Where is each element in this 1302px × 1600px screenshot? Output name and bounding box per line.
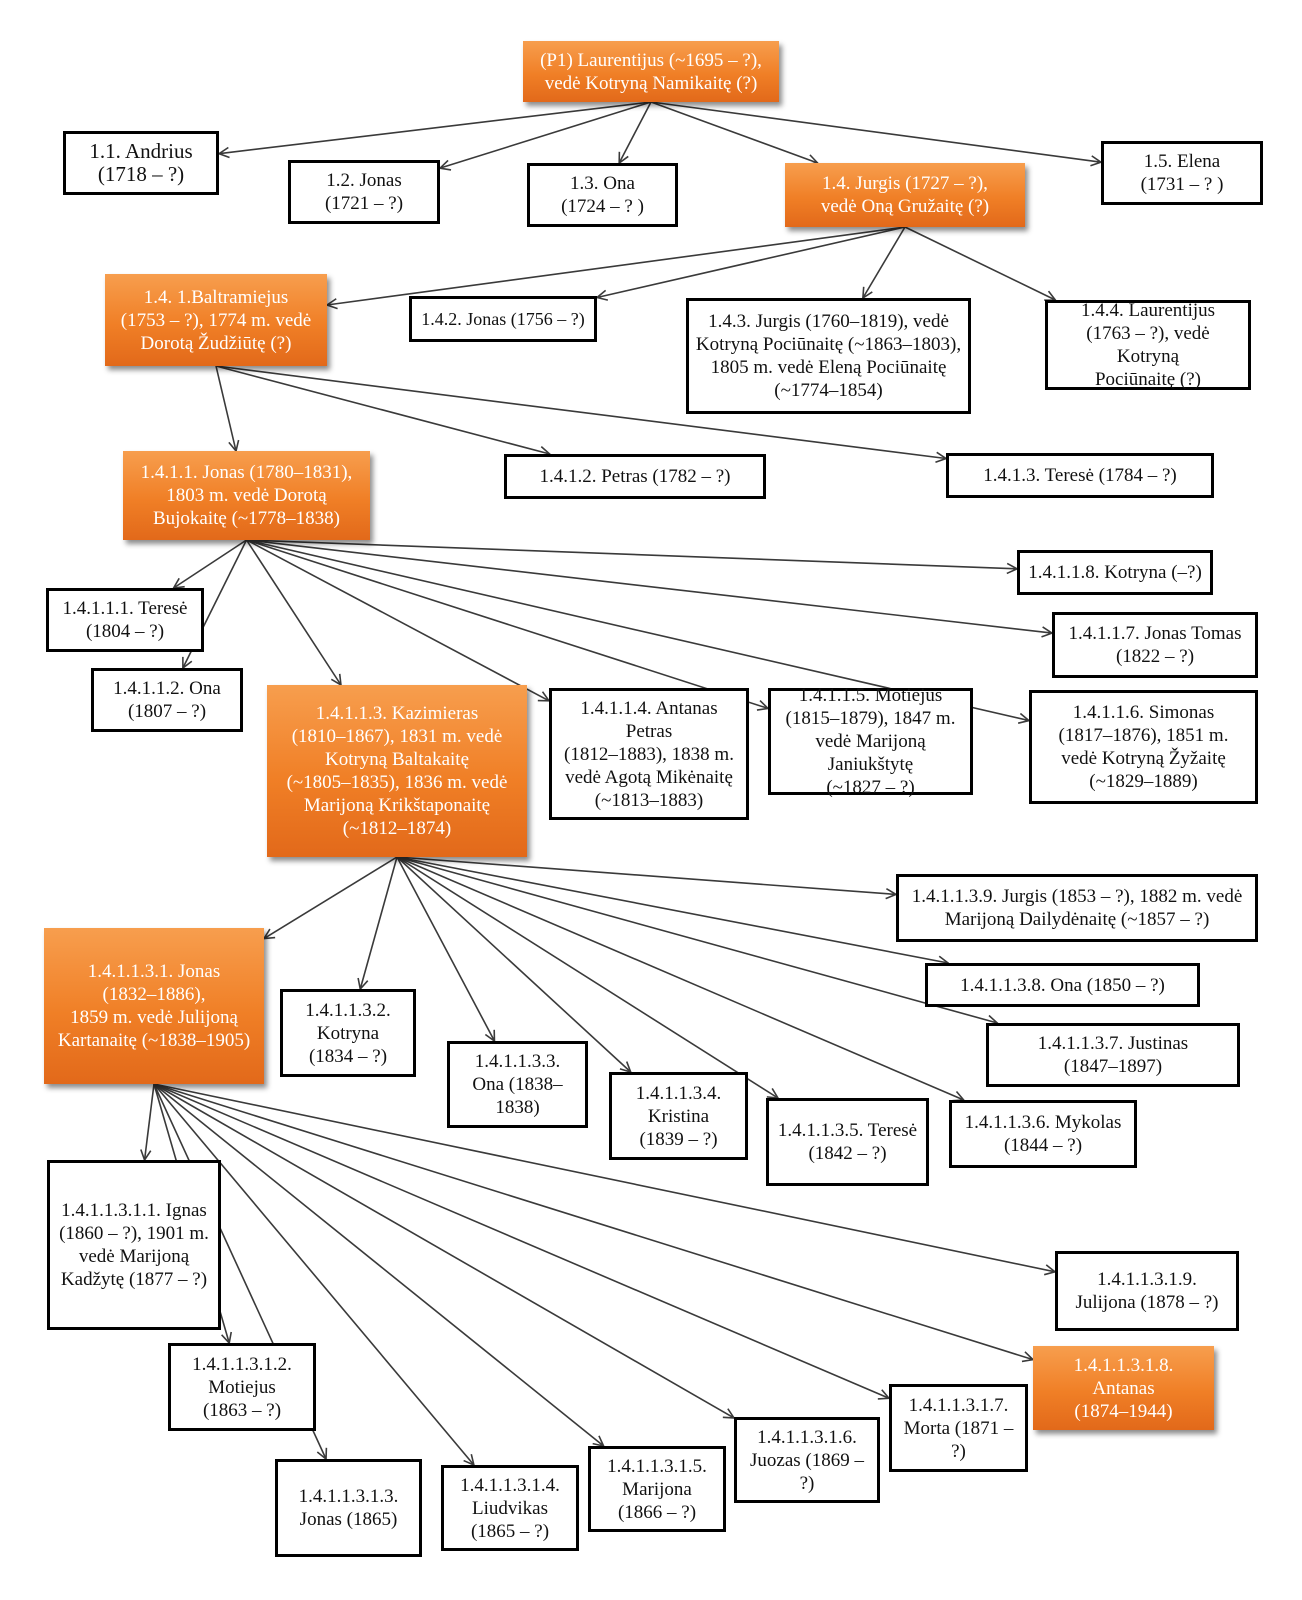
node-1-4-1-1-3-5: 1.4.1.1.3.5. Teresė (1842 – ?) [766, 1098, 929, 1186]
edge-k1-to-j6 [153, 1083, 734, 1418]
edge-n1_4_1_1_3-to-k4 [396, 856, 631, 1072]
node-1-3: 1.3. Ona (1724 – ? ) [527, 163, 678, 227]
edge-n1_4_1-to-n1_4_1_2 [215, 365, 550, 454]
node-1-4-1-1-3-1: 1.4.1.1.3.1. Jonas (1832–1886), 1859 m. … [44, 928, 264, 1084]
edge-n1_4_1_1_3-to-k9 [396, 856, 896, 894]
node-1-4-1-1-3-1-8: 1.4.1.1.3.1.8. Antanas (1874–1944) [1033, 1346, 1214, 1430]
node-1-4-1-1-3-1-9: 1.4.1.1.3.1.9. Julijona (1878 – ?) [1055, 1251, 1239, 1331]
edge-p1-to-n1_3 [619, 101, 652, 163]
node-1-4-1-1-1: 1.4.1.1.1. Teresė (1804 – ?) [46, 588, 204, 652]
node-1-4-1-1-5: 1.4.1.1.5. Motiejus (1815–1879), 1847 m.… [768, 685, 973, 798]
edge-n1_4_1_1_3-to-k3 [396, 856, 494, 1041]
node-1-4-1-1-8: 1.4.1.1.8. Kotryna (–?) [1017, 550, 1213, 595]
edge-n1_4_1_1-to-n1_4_1_1_1 [174, 539, 247, 588]
node-1-4-3: 1.4.3. Jurgis (1760–1819), vedė Kotryną … [686, 298, 971, 414]
node-1-2: 1.2. Jonas (1721 – ?) [288, 160, 440, 224]
edge-n1_4-to-n1_4_4 [904, 226, 1055, 300]
edge-n1_4-to-n1_4_2 [597, 226, 906, 297]
edge-n1_4_1_1_3-to-k6 [396, 856, 964, 1100]
edge-n1_4_1_1-to-n1_4_1_1_3 [245, 539, 341, 685]
node-1-1: 1.1. Andrius (1718 – ?) [63, 131, 219, 195]
edge-n1_4_1_1-to-n1_4_1_1_4 [246, 539, 550, 701]
edge-p1-to-n1_5 [650, 101, 1101, 162]
node-1-4-1-1-3-8: 1.4.1.1.3.8. Ona (1850 – ?) [925, 963, 1200, 1007]
node-1-4-1-1-2: 1.4.1.1.2. Ona (1807 – ?) [91, 668, 243, 732]
node-1-4-1-1-3-1-7: 1.4.1.1.3.1.7. Morta (1871 – ?) [889, 1384, 1028, 1472]
node-1-4-1-1-3-1-2: 1.4.1.1.3.1.2. Motiejus (1863 – ?) [168, 1343, 316, 1431]
edge-k1-to-j1 [145, 1083, 155, 1160]
node-1-4-1-1-4: 1.4.1.1.4. Antanas Petras (1812–1883), 1… [549, 688, 749, 820]
node-1-4-1-2: 1.4.1.2. Petras (1782 – ?) [504, 454, 766, 499]
node-1-5: 1.5. Elena (1731 – ? ) [1101, 141, 1263, 205]
node-1-4: 1.4. Jurgis (1727 – ?), vedė Oną Gružait… [785, 163, 1025, 227]
node-p1: (P1) Laurentijus (~1695 – ?), vedė Kotry… [523, 41, 779, 102]
edge-n1_4_1_1-to-n1_4_1_1_5 [246, 539, 769, 708]
node-1-4-1-1-3-1-1: 1.4.1.1.3.1.1. Ignas (1860 – ?), 1901 m.… [47, 1160, 221, 1330]
node-1-4-1-1-3-1-4: 1.4.1.1.3.1.4. Liudvikas (1865 – ?) [441, 1465, 579, 1551]
edge-n1_4_1_1_3-to-k8 [396, 856, 948, 963]
node-1-4-1-1-7: 1.4.1.1.7. Jonas Tomas (1822 – ?) [1052, 612, 1258, 678]
edge-n1_4_1_1-to-n1_4_1_1_8 [246, 539, 1018, 569]
edge-n1_4_1_1_3-to-k7 [396, 856, 997, 1023]
edge-p1-to-n1_2 [440, 101, 652, 168]
edge-n1_4-to-n1_4_1 [327, 226, 906, 305]
node-1-4-4: 1.4.4. Laurentijus (1763 – ?), vedė Kotr… [1045, 300, 1251, 390]
edge-n1_4_1_1_3-to-k1 [264, 856, 398, 939]
edge-k1-to-j7 [153, 1083, 889, 1398]
edge-k1-to-j5 [153, 1083, 604, 1446]
node-1-4-1-1-3-1-3: 1.4.1.1.3.1.3. Jonas (1865) [275, 1459, 422, 1557]
node-1-4-1-1-3-7: 1.4.1.1.3.7. Justinas (1847–1897) [986, 1023, 1240, 1087]
edge-n1_4_1_1-to-n1_4_1_1_7 [246, 539, 1053, 633]
edge-p1-to-n1_4 [650, 101, 818, 163]
edge-n1_4_1_1_3-to-k5 [396, 856, 778, 1098]
edge-p1-to-n1_1 [219, 101, 652, 154]
node-1-4-1-1-3: 1.4.1.1.3. Kazimieras (1810–1867), 1831 … [267, 685, 527, 857]
node-1-4-1-1-6: 1.4.1.1.6. Simonas (1817–1876), 1851 m. … [1029, 690, 1258, 804]
edge-k1-to-j8 [153, 1083, 1033, 1360]
edge-k1-to-j9 [153, 1083, 1055, 1272]
edge-k1-to-j4 [153, 1083, 474, 1465]
node-1-4-1-1-3-3: 1.4.1.1.3.3. Ona (1838–1838) [447, 1041, 588, 1128]
node-1-4-1: 1.4. 1.Baltramiejus (1753 – ?), 1774 m. … [105, 274, 327, 366]
node-1-4-1-1-3-2: 1.4.1.1.3.2. Kotryna (1834 – ?) [280, 989, 416, 1077]
edge-n1_4_1_1_3-to-k2 [360, 856, 398, 989]
node-1-4-2: 1.4.2. Jonas (1756 – ?) [409, 296, 597, 342]
node-1-4-1-1: 1.4.1.1. Jonas (1780–1831), 1803 m. vedė… [123, 451, 370, 540]
node-1-4-1-1-3-6: 1.4.1.1.3.6. Mykolas (1844 – ?) [949, 1100, 1137, 1168]
edge-n1_4-to-n1_4_3 [863, 226, 906, 298]
edge-n1_4_1-to-n1_4_1_1 [215, 365, 236, 451]
node-1-4-1-1-3-1-6: 1.4.1.1.3.1.6. Juozas (1869 – ?) [734, 1417, 880, 1503]
node-1-4-1-1-3-9: 1.4.1.1.3.9. Jurgis (1853 – ?), 1882 m. … [896, 874, 1258, 942]
node-1-4-1-3: 1.4.1.3. Teresė (1784 – ?) [946, 453, 1214, 498]
edge-n1_4_1-to-n1_4_1_3 [215, 365, 946, 459]
node-1-4-1-1-3-4: 1.4.1.1.3.4. Kristina (1839 – ?) [609, 1072, 748, 1160]
node-1-4-1-1-3-1-5: 1.4.1.1.3.1.5. Marijona (1866 – ?) [588, 1446, 726, 1532]
